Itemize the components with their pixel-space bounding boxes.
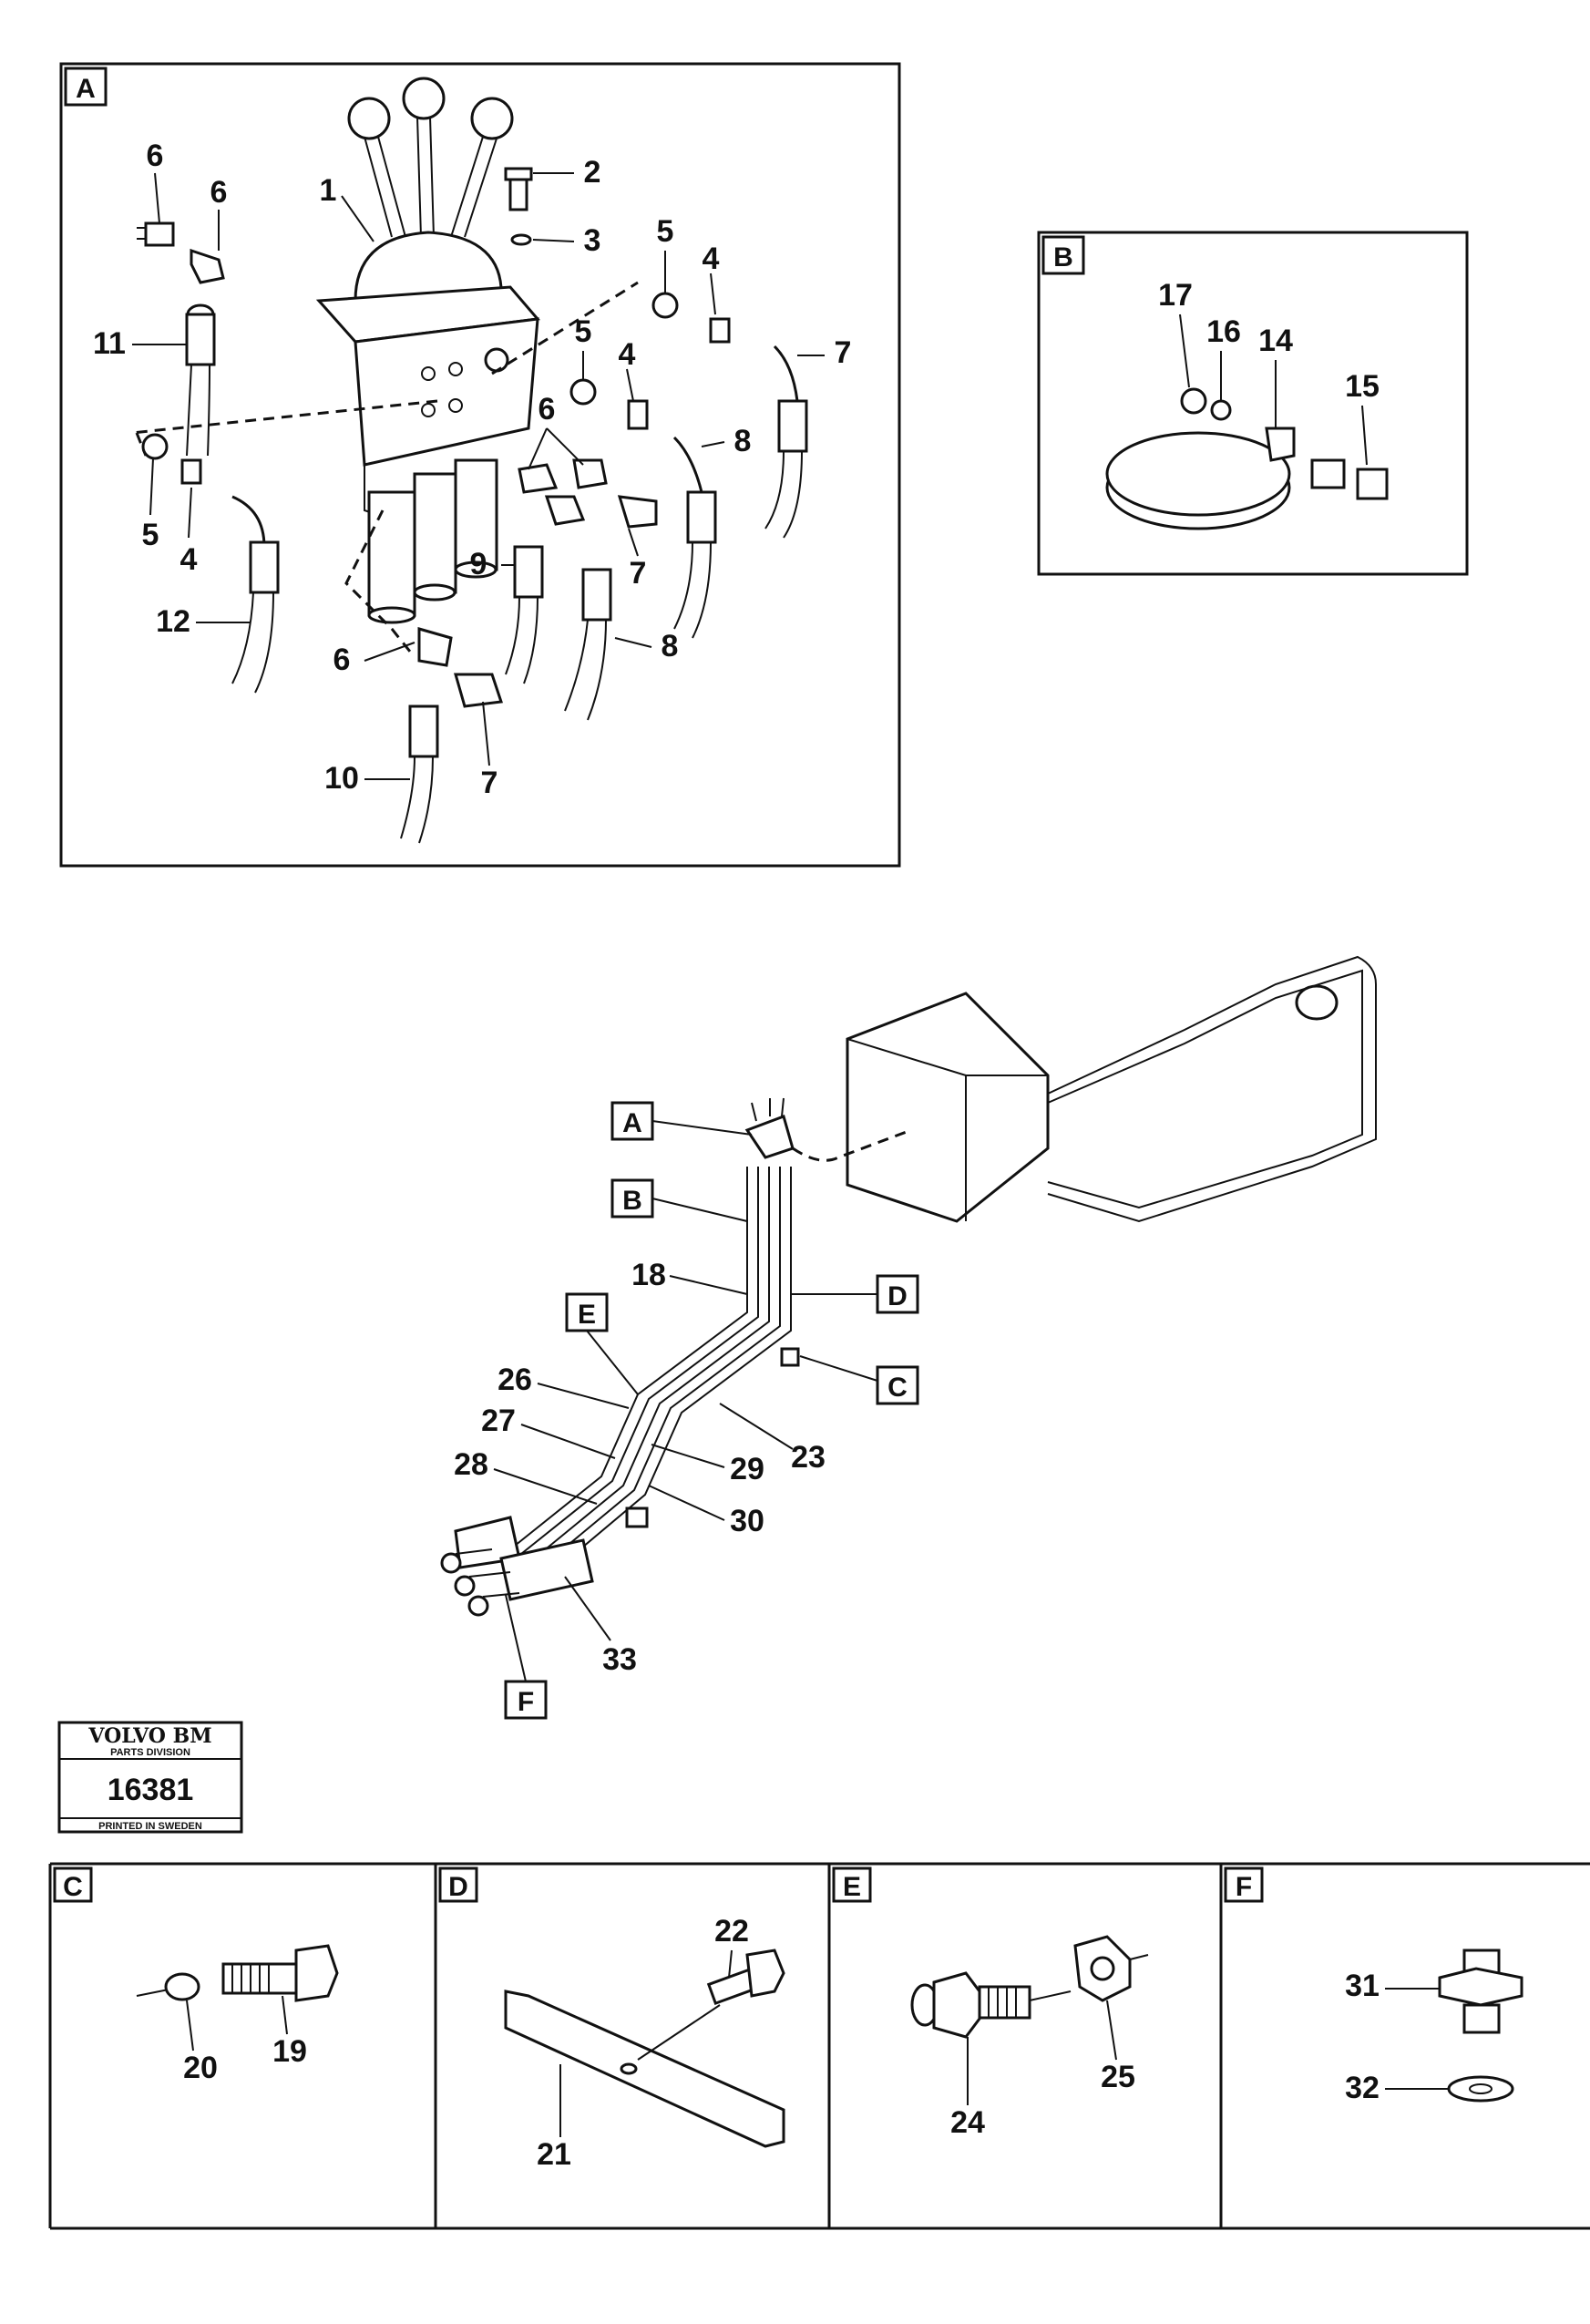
panel-a-letter-box bbox=[64, 67, 108, 107]
label-6a: 6 bbox=[210, 175, 228, 210]
label-4a: 4 bbox=[703, 242, 720, 276]
label-28: 28 bbox=[454, 1447, 488, 1482]
volvo-bm-logo: VOLVO BM PARTS DIVISION 16381 PRINTED IN… bbox=[57, 1721, 243, 1834]
callout-c-box bbox=[876, 1365, 919, 1405]
logo-brand: VOLVO BM bbox=[87, 1724, 211, 1748]
label-30: 30 bbox=[730, 1504, 764, 1538]
logo-frame bbox=[57, 1721, 243, 1834]
panel-b-frame bbox=[1037, 231, 1469, 576]
label-31: 31 bbox=[1345, 1969, 1380, 2003]
callout-a: A bbox=[622, 1108, 642, 1138]
label-13: 12 bbox=[156, 604, 190, 639]
label-7b: 7 bbox=[630, 556, 647, 591]
bolt-drawing-c bbox=[136, 1944, 339, 2002]
label-7a: 6 bbox=[147, 139, 164, 173]
label-10: 9 bbox=[470, 547, 487, 581]
panel-a: A bbox=[59, 62, 901, 868]
logo-division: PARTS DIVISION bbox=[110, 1747, 190, 1758]
panel-b: B 17 16 14 15 bbox=[1037, 231, 1469, 576]
label-5c: 5 bbox=[142, 518, 159, 552]
control-valve-drawing bbox=[315, 77, 540, 624]
label-5a: 5 bbox=[657, 214, 674, 249]
panel-e: E 24 25 bbox=[832, 1866, 1149, 2140]
bracket-drawing bbox=[504, 1949, 785, 2148]
hose-clamp-drawing bbox=[1105, 387, 1389, 530]
hose-drawings bbox=[185, 313, 808, 844]
logo-printed: PRINTED IN SWEDEN bbox=[98, 1821, 202, 1832]
label-8b: 8 bbox=[734, 424, 752, 458]
panel-c: C 20 19 bbox=[53, 1866, 339, 2085]
panel-c-letter: C bbox=[63, 1872, 83, 1902]
panel-f-letter: F bbox=[1236, 1872, 1252, 1902]
label-20: 20 bbox=[183, 2051, 218, 2085]
label-25: 25 bbox=[1101, 2060, 1135, 2094]
overview-assembly: A B C D E F 18 23 26 27 28 29 30 33 bbox=[440, 955, 1377, 1720]
label-21: 21 bbox=[537, 2137, 571, 2172]
label-27: 27 bbox=[481, 1404, 516, 1438]
panel-b-letter-box bbox=[1041, 235, 1085, 275]
label-7c: 7 bbox=[481, 766, 498, 800]
label-15: 15 bbox=[1345, 369, 1380, 404]
label-6c: 6 bbox=[333, 643, 351, 677]
label-3: 3 bbox=[584, 223, 601, 258]
label-16: 16 bbox=[1206, 314, 1241, 349]
adapter-drawing bbox=[1438, 1949, 1523, 2103]
label-4b: 4 bbox=[619, 337, 636, 372]
label-2: 2 bbox=[584, 155, 601, 190]
panel-a-frame bbox=[59, 62, 901, 868]
label-9: 8 bbox=[662, 629, 679, 663]
label-24: 24 bbox=[950, 2105, 985, 2140]
callout-e: E bbox=[578, 1300, 596, 1330]
callout-b: B bbox=[622, 1186, 642, 1216]
panel-d-letter: D bbox=[448, 1872, 468, 1902]
label-17: 17 bbox=[1158, 278, 1193, 313]
label-12: 11 bbox=[93, 326, 126, 361]
label-8a: 7 bbox=[835, 335, 852, 370]
panel-f: F 31 32 bbox=[1224, 1866, 1523, 2105]
label-5b: 5 bbox=[575, 314, 592, 349]
label-19: 19 bbox=[272, 2034, 307, 2069]
label-11: 10 bbox=[324, 761, 359, 796]
label-26: 26 bbox=[498, 1363, 532, 1397]
label-6b: 6 bbox=[539, 392, 556, 427]
label-32: 32 bbox=[1345, 2071, 1380, 2105]
nipple-drawing bbox=[910, 1935, 1149, 2039]
panel-d: D 22 21 bbox=[438, 1866, 785, 2172]
label-4c: 4 bbox=[180, 542, 198, 577]
panel-b-letter: B bbox=[1053, 242, 1073, 273]
callout-d: D bbox=[887, 1281, 908, 1311]
label-14: 14 bbox=[1258, 324, 1293, 358]
label-22: 22 bbox=[714, 1914, 749, 1949]
label-18: 18 bbox=[631, 1258, 666, 1292]
panel-e-letter: E bbox=[843, 1872, 861, 1902]
panel-a-letter: A bbox=[76, 74, 96, 104]
logo-number: 16381 bbox=[108, 1773, 194, 1807]
label-1: 1 bbox=[320, 173, 337, 208]
label-33: 33 bbox=[602, 1642, 637, 1677]
label-23: 23 bbox=[791, 1440, 826, 1475]
callout-f: F bbox=[518, 1687, 534, 1717]
callout-c: C bbox=[887, 1373, 908, 1403]
label-29: 29 bbox=[730, 1452, 764, 1486]
